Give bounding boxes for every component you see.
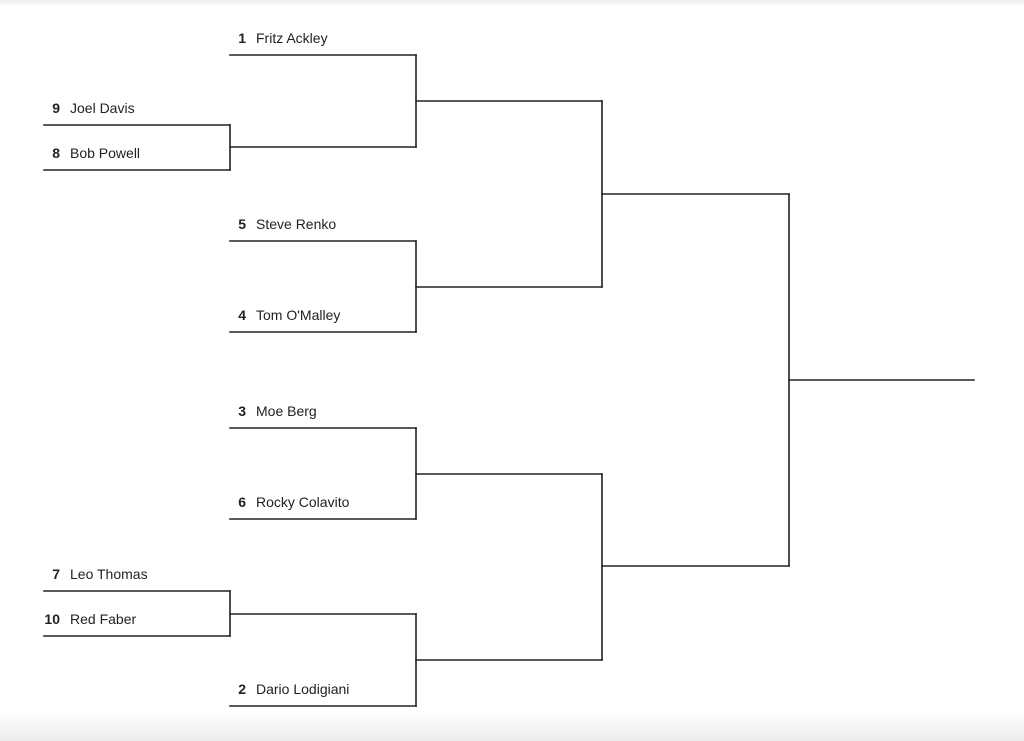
seed-number: 9 <box>52 100 60 116</box>
entrant-slot: 10 Red Faber <box>42 611 136 627</box>
entrant-name: Steve Renko <box>256 216 337 232</box>
seed-number: 5 <box>238 216 246 232</box>
seed-number: 3 <box>238 403 246 419</box>
entrant-slot: 9 Joel Davis <box>42 100 135 116</box>
entrant-name: Bob Powell <box>70 145 141 161</box>
entrant-name: Dario Lodigiani <box>256 681 350 697</box>
entrant-name: Joel Davis <box>70 100 135 116</box>
entrant-name: Fritz Ackley <box>256 30 328 46</box>
seed-number: 1 <box>238 30 246 46</box>
entrant-slot: 3 Moe Berg <box>228 403 317 419</box>
entrant-slot: 8 Bob Powell <box>42 145 140 161</box>
seed-number: 4 <box>238 307 246 323</box>
seed-number: 2 <box>238 681 246 697</box>
entrant-slot: 4 Tom O'Malley <box>228 307 340 323</box>
entrant-name: Rocky Colavito <box>256 494 350 510</box>
entrant-slot: 5 Steve Renko <box>228 216 336 232</box>
seed-number: 8 <box>52 145 60 161</box>
seed-number: 7 <box>52 566 60 582</box>
seed-number: 6 <box>238 494 246 510</box>
seed-number: 10 <box>44 611 60 627</box>
bottom-shade <box>0 712 1024 741</box>
entrant-slot: 7 Leo Thomas <box>42 566 148 582</box>
entrant-name: Moe Berg <box>256 403 317 419</box>
entrant-slot: 2 Dario Lodigiani <box>228 681 349 697</box>
entrant-name: Red Faber <box>70 611 137 627</box>
entrant-name: Tom O'Malley <box>256 307 341 323</box>
entrant-slot: 1 Fritz Ackley <box>228 30 328 46</box>
entrant-name: Leo Thomas <box>70 566 148 582</box>
entrant-slot: 6 Rocky Colavito <box>228 494 349 510</box>
top-shade <box>0 0 1024 6</box>
